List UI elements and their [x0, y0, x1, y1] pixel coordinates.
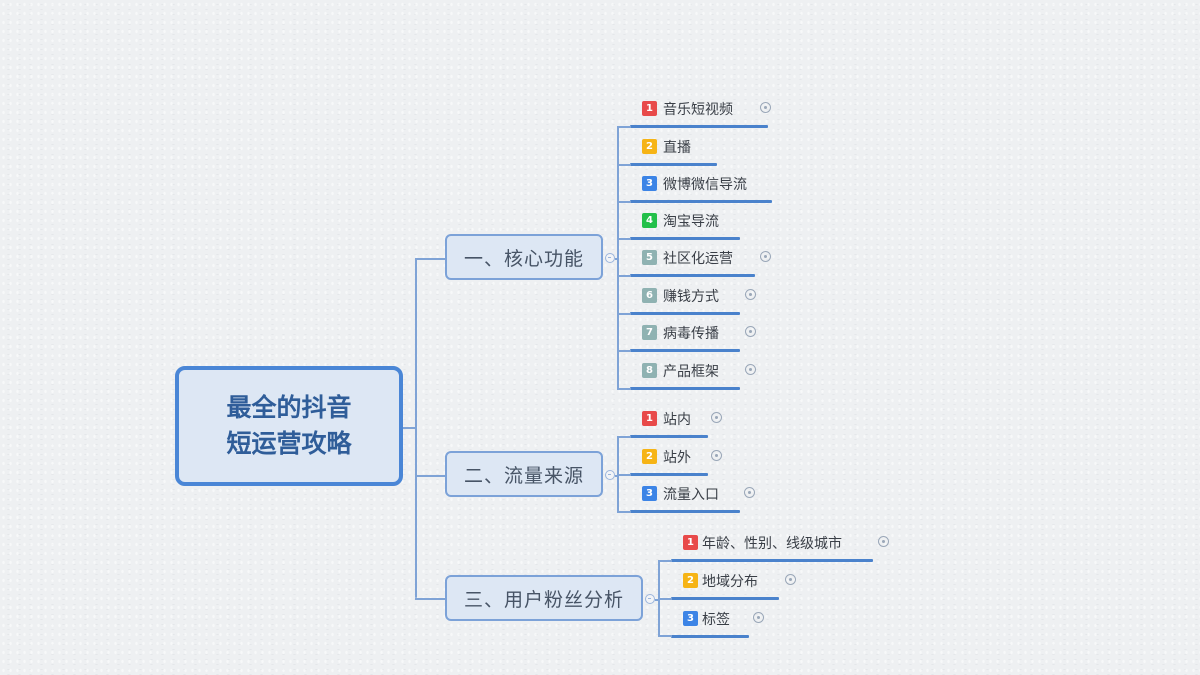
leaf-node[interactable]: 4 淘宝导流: [617, 210, 757, 240]
connector: [415, 258, 446, 260]
connector: [617, 511, 631, 513]
expand-icon[interactable]: [878, 536, 889, 547]
root-title-line1: 最全的抖音: [226, 393, 352, 422]
priority-badge: 7: [642, 325, 657, 340]
connector: [617, 126, 619, 389]
expand-icon[interactable]: [745, 364, 756, 375]
leaf-node[interactable]: 1 年龄、性别、线级城市: [658, 532, 898, 562]
branch-label: 三、用户粉丝分析: [463, 588, 624, 611]
expand-icon[interactable]: [744, 487, 755, 498]
leaf-node[interactable]: 7 病毒传播: [617, 322, 767, 352]
leaf-label: 年龄、性别、线级城市: [702, 536, 842, 552]
collapse-icon[interactable]: [645, 594, 655, 604]
connector: [617, 474, 631, 476]
expand-icon[interactable]: [711, 450, 722, 461]
priority-badge: 3: [642, 176, 657, 191]
leaf-label: 产品框架: [663, 364, 719, 380]
connector: [658, 598, 672, 600]
expand-icon[interactable]: [745, 326, 756, 337]
collapse-icon[interactable]: [605, 470, 615, 480]
leaf-node[interactable]: 3 流量入口: [617, 483, 767, 513]
leaf-label: 赚钱方式: [663, 289, 719, 305]
priority-badge: 2: [683, 573, 698, 588]
priority-badge: 1: [642, 101, 657, 116]
leaf-node[interactable]: 5 社区化运营: [617, 247, 777, 277]
connector: [415, 258, 417, 598]
leaf-label: 病毒传播: [663, 326, 719, 342]
connector: [658, 560, 672, 562]
priority-badge: 5: [642, 250, 657, 265]
connector: [617, 436, 631, 438]
connector: [658, 635, 672, 637]
branch-node-core-features[interactable]: 一、核心功能: [445, 234, 603, 280]
connector: [403, 427, 415, 429]
connector: [617, 201, 631, 203]
priority-badge: 2: [642, 449, 657, 464]
branch-node-user-fan-analysis[interactable]: 三、用户粉丝分析: [445, 575, 643, 621]
expand-icon[interactable]: [711, 412, 722, 423]
connector: [617, 238, 631, 240]
collapse-icon[interactable]: [605, 253, 615, 263]
leaf-node[interactable]: 6 赚钱方式: [617, 285, 767, 315]
expand-icon[interactable]: [785, 574, 796, 585]
leaf-node[interactable]: 3 微博微信导流: [617, 173, 777, 203]
root-node[interactable]: 最全的抖音 短运营攻略: [175, 366, 403, 486]
priority-badge: 8: [642, 363, 657, 378]
branch-label: 二、流量来源: [463, 464, 584, 487]
connector: [655, 599, 658, 601]
root-title-line2: 短运营攻略: [226, 429, 352, 458]
leaf-node[interactable]: 1 站内: [617, 408, 737, 438]
connector: [617, 275, 631, 277]
leaf-label: 站外: [663, 450, 691, 466]
leaf-node[interactable]: 2 直播: [617, 136, 737, 166]
priority-badge: 3: [683, 611, 698, 626]
leaf-label: 淘宝导流: [663, 214, 719, 230]
expand-icon[interactable]: [760, 102, 771, 113]
connector: [617, 164, 631, 166]
expand-icon[interactable]: [745, 289, 756, 300]
priority-badge: 1: [642, 411, 657, 426]
priority-badge: 1: [683, 535, 698, 550]
leaf-node[interactable]: 2 站外: [617, 446, 737, 476]
branch-node-traffic-sources[interactable]: 二、流量来源: [445, 451, 603, 497]
leaf-label: 社区化运营: [663, 251, 733, 267]
connector: [617, 313, 631, 315]
expand-icon[interactable]: [760, 251, 771, 262]
leaf-label: 微博微信导流: [663, 177, 747, 193]
connector: [415, 475, 446, 477]
leaf-label: 直播: [663, 140, 691, 156]
connector: [617, 126, 631, 128]
priority-badge: 2: [642, 139, 657, 154]
connector: [615, 258, 618, 260]
leaf-label: 流量入口: [663, 487, 719, 503]
priority-badge: 6: [642, 288, 657, 303]
leaf-node[interactable]: 1 音乐短视频: [617, 98, 777, 128]
branch-label: 一、核心功能: [463, 247, 584, 270]
connector: [617, 388, 631, 390]
leaf-label: 地域分布: [702, 574, 758, 590]
connector: [415, 598, 446, 600]
leaf-label: 标签: [702, 612, 730, 628]
leaf-node[interactable]: 8 产品框架: [617, 360, 767, 390]
expand-icon[interactable]: [753, 612, 764, 623]
priority-badge: 3: [642, 486, 657, 501]
connector: [617, 350, 631, 352]
priority-badge: 4: [642, 213, 657, 228]
connector: [615, 475, 618, 477]
leaf-label: 站内: [663, 412, 691, 428]
leaf-node[interactable]: 3 标签: [658, 608, 778, 638]
leaf-label: 音乐短视频: [663, 102, 733, 118]
leaf-node[interactable]: 2 地域分布: [658, 570, 808, 600]
